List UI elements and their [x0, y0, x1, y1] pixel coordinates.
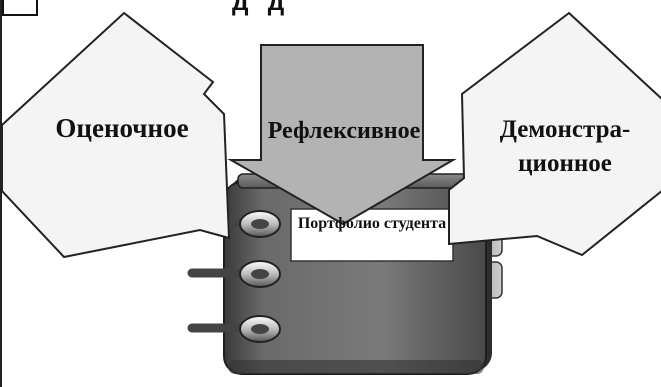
label-demonstrative: Демонстра-ционное	[499, 116, 631, 177]
ring-hole	[251, 269, 269, 279]
binder-shadow	[228, 360, 484, 374]
arrow-demonstrative	[448, 11, 661, 257]
label-portfolio: Портфолио студента	[297, 215, 447, 232]
ring-hole	[251, 219, 269, 229]
label-reflective: Рефлексивное	[267, 118, 421, 144]
arrow-reflective	[227, 44, 457, 226]
label-evaluative: Оценочное	[55, 113, 189, 143]
ring-hole	[251, 324, 269, 334]
corner-box	[2, 0, 38, 16]
header-partial-text: д д	[232, 0, 291, 16]
binder-notebook	[223, 173, 503, 375]
arrow-evaluative	[2, 11, 231, 259]
cropped-header: д д	[2, 0, 661, 16]
